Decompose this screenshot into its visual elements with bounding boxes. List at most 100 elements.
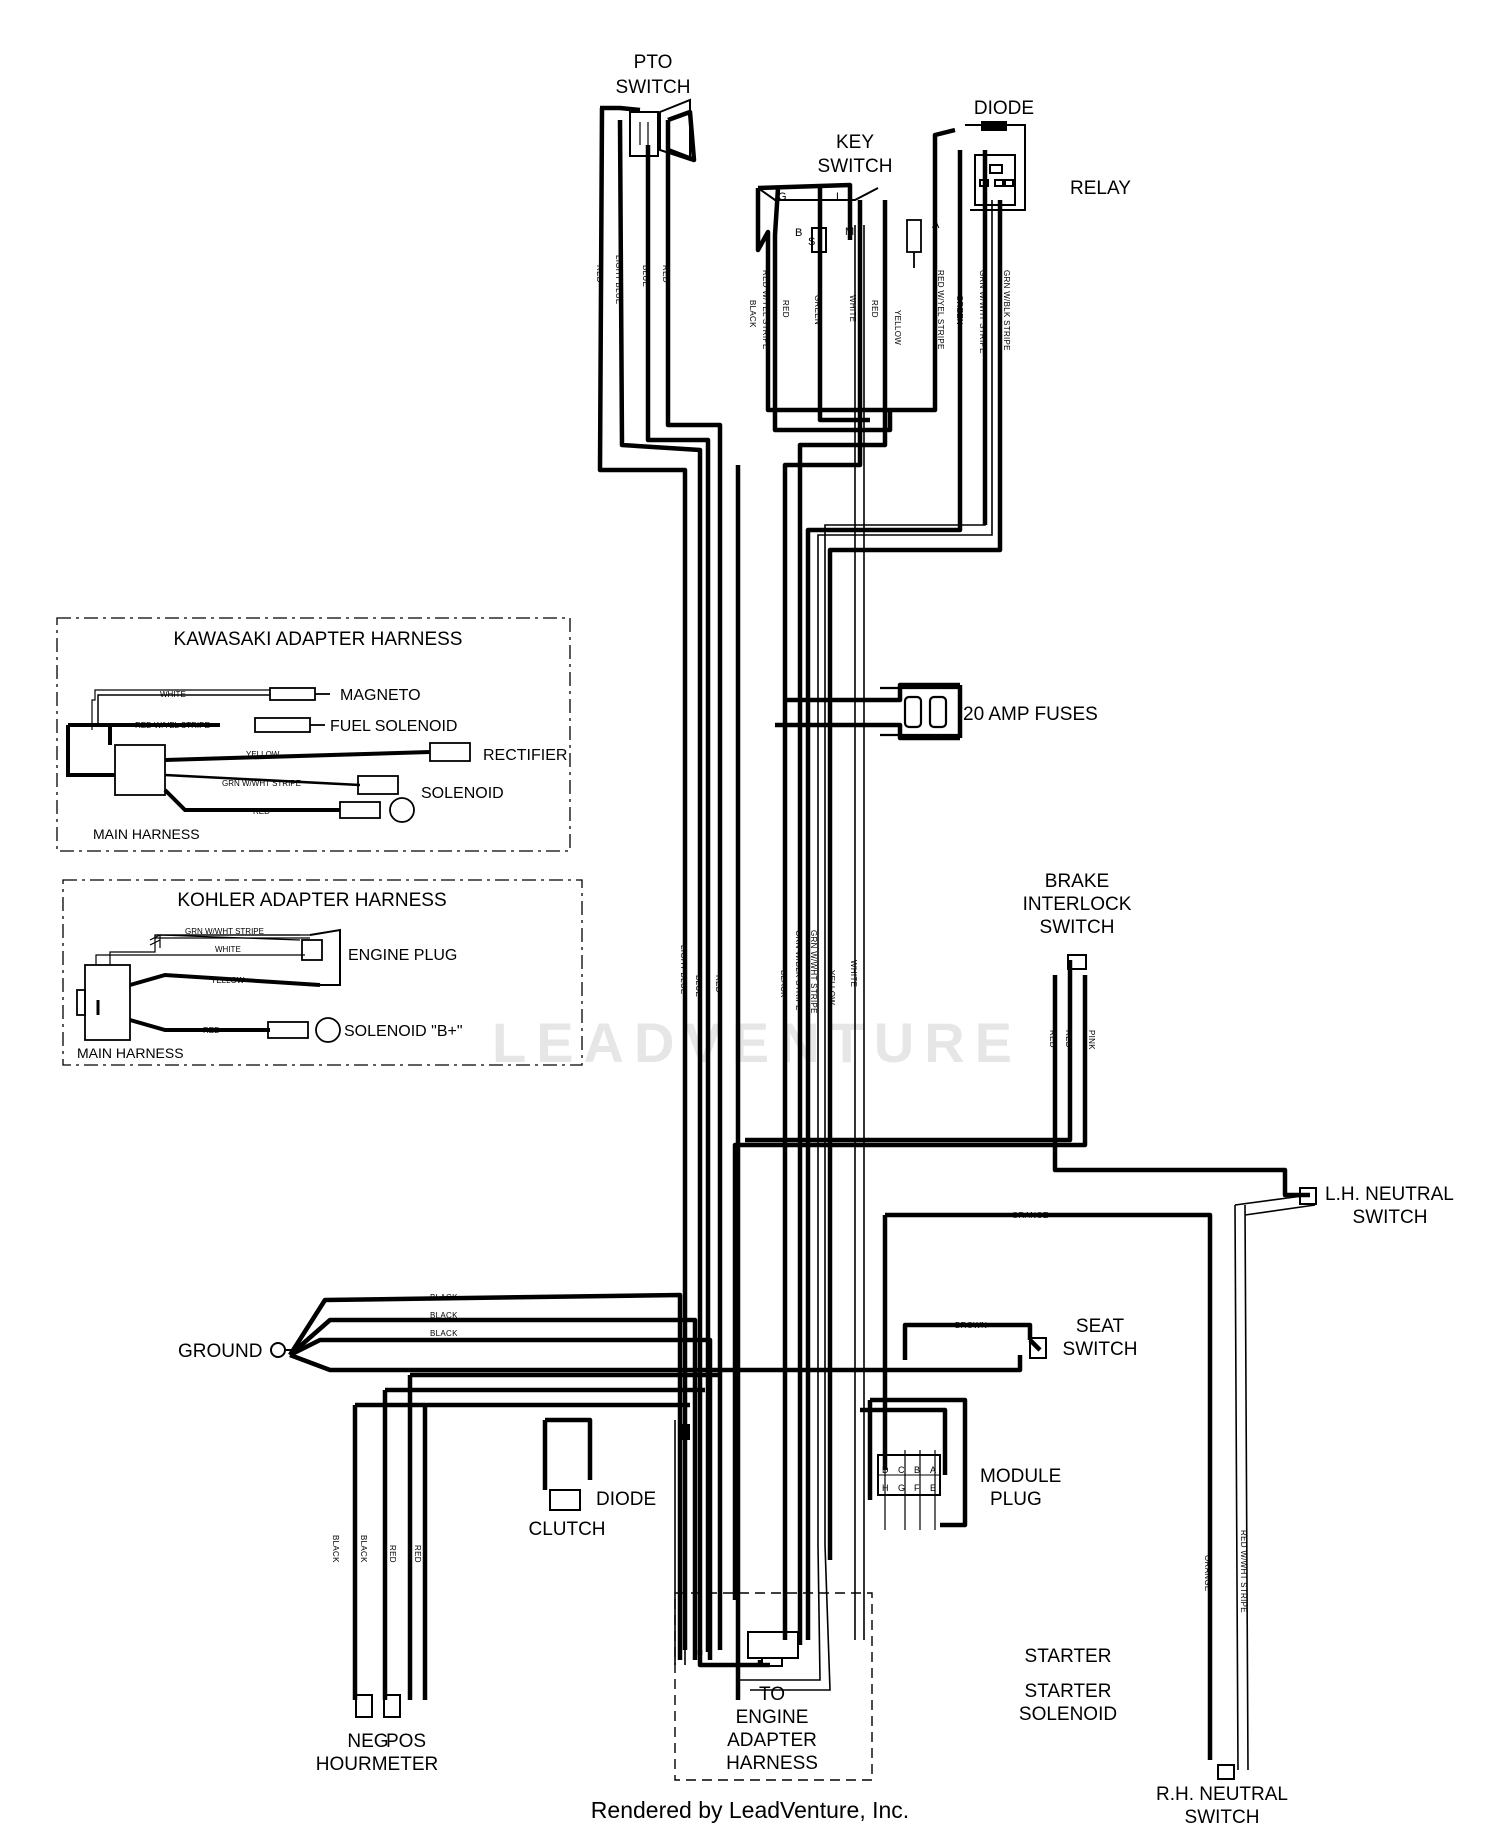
hourmeter-label: HOURMETER [316, 1754, 438, 1775]
wire-label-orange: ORANGE [1012, 1211, 1048, 1220]
engine-plug [747, 1631, 799, 1667]
wire-label-pto-light-blue: LIGHT BLUE [614, 255, 623, 305]
wire-label-hm-red-2: RED [413, 1545, 422, 1563]
starter-solenoid-label-2: SOLENOID [1019, 1704, 1117, 1725]
wire-label-trunk-blue: BLUE [694, 975, 703, 997]
module-wiring [884, 1450, 936, 1530]
brake-label-3: SWITCH [1040, 917, 1115, 938]
wire-label-pto-red-2: RED [661, 265, 670, 283]
wire-label-trunk-grn-wht: GRN W/WHT STRIPE [809, 930, 818, 1014]
key-terminal-m: M [845, 226, 854, 238]
wire-label-brown: BROWN [955, 1321, 987, 1330]
kohler-solenoid-b: SOLENOID "B+" [344, 1023, 463, 1040]
wire-label-trunk-yellow: YELLOW [827, 970, 836, 1005]
hourmeter-neg-label: NEG [347, 1731, 388, 1752]
wire-label-key-green: GREEN [813, 295, 822, 325]
wire-label-key-red-2: RED [870, 300, 879, 318]
kawasaki-magneto: MAGNETO [340, 687, 421, 704]
kohler-wire-red: RED [203, 1026, 220, 1035]
wire-label-key-white: WHITE [848, 295, 857, 322]
key-switch-label-2: SWITCH [818, 156, 893, 177]
kawasaki-wire-red: RED [253, 807, 270, 816]
wire-label-rh-red-wht: RED W/WHT STRIPE [1239, 1530, 1248, 1613]
brake-interlock-switch [1067, 954, 1087, 970]
relay [965, 124, 1026, 211]
module-pin-h: H [882, 1483, 889, 1493]
wire-label-trunk-white: WHITE [849, 960, 858, 987]
wire-label-pto-red: RED [595, 265, 604, 283]
kohler-main-harness: MAIN HARNESS [77, 1045, 184, 1061]
engine-harness-label-4: HARNESS [726, 1753, 818, 1774]
hourmeter [355, 1694, 401, 1718]
rh-neutral-label-1: R.H. NEUTRAL [1156, 1784, 1288, 1805]
key-terminal-s: S [808, 236, 815, 248]
module-pin-a: A [930, 1465, 936, 1475]
relay-label: RELAY [1070, 178, 1131, 199]
wire-label-trunk-red: RED [714, 975, 723, 993]
kawasaki-wire-grn-wht: GRN W/WHT STRIPE [222, 779, 301, 788]
kohler-inset: KOHLER ADAPTER HARNESS GRN W/WHT STRIPE … [62, 879, 583, 1066]
wire-label-ground-black-1: BLACK [430, 1293, 458, 1302]
pto-switch-label-1: PTO [634, 52, 673, 73]
wire-label-relay-grn-wht: GRN W/WHT STRIPE [978, 270, 987, 354]
lh-neutral-label-2: SWITCH [1353, 1207, 1428, 1228]
kawasaki-fuel-solenoid: FUEL SOLENOID [330, 718, 457, 735]
wire-label-relay-grn-blk: GRN W/BLK STRIPE [1002, 270, 1011, 351]
kawasaki-inset: KAWASAKI ADAPTER HARNESS WHITE RED W/YEL… [56, 617, 571, 852]
kohler-engine-plug: ENGINE PLUG [348, 947, 457, 964]
wire-label-brake-pink: PINK [1087, 1030, 1096, 1050]
lh-neutral-label-1: L.H. NEUTRAL [1325, 1184, 1454, 1205]
wire-color-labels: RED LIGHT BLUE BLUE RED BLACK RED W/YEL … [331, 255, 1248, 1613]
module-pin-c: C [898, 1465, 905, 1475]
kawasaki-main-harness: MAIN HARNESS [93, 826, 200, 842]
rh-neutral-label-2: SWITCH [1185, 1807, 1260, 1828]
hourmeter-pos-label: POS [386, 1731, 426, 1752]
module-pin-g: G [898, 1483, 905, 1493]
pto-switch-label-2: SWITCH [616, 77, 691, 98]
key-terminal-l: L [836, 191, 842, 203]
seat-switch-label-1: SEAT [1076, 1316, 1125, 1337]
engine-adapter-box [674, 1592, 873, 1781]
rh-neutral-switch [1217, 1764, 1235, 1780]
diode-top-label: DIODE [974, 98, 1034, 119]
key-terminal-g: G [778, 191, 787, 203]
kohler-wire-grn-wht: GRN W/WHT STRIPE [185, 927, 264, 936]
module-plug [877, 1454, 941, 1496]
wire-label-key-red-yel: RED W/YEL STRIPE [761, 270, 770, 350]
watermark: LEADVENTURE [492, 1011, 1022, 1074]
kawasaki-rectifier: RECTIFIER [483, 747, 567, 764]
module-pin-f: F [914, 1483, 920, 1493]
module-plug-label-1: MODULE [980, 1466, 1061, 1487]
pto-switch [629, 98, 691, 162]
wire-label-hm-red: RED [388, 1545, 397, 1563]
wire-label-brake-red: RED [1048, 1030, 1057, 1048]
key-switch [757, 187, 879, 253]
kohler-wire-white: WHITE [215, 945, 241, 954]
fuse-block [880, 686, 962, 737]
diode-top [981, 121, 1007, 131]
wire-label-brake-red-2: RED [1064, 1030, 1073, 1048]
wire-label-hm-black-2: BLACK [359, 1535, 368, 1563]
wire-label-pto-blue: BLUE [641, 265, 650, 287]
kohler-title: KOHLER ADAPTER HARNESS [177, 890, 446, 911]
main-wiring [288, 105, 1310, 1760]
engine-harness-label-2: ENGINE [736, 1707, 809, 1728]
module-plug-label-2: PLUG [990, 1489, 1042, 1510]
key-switch-label-1: KEY [836, 132, 874, 153]
wire-label-key-red: RED [781, 300, 790, 318]
seat-switch-label-2: SWITCH [1063, 1339, 1138, 1360]
clutch [549, 1489, 581, 1511]
key-switch-a-connector [906, 219, 922, 268]
ground-label: GROUND [178, 1341, 262, 1362]
wire-label-trunk-light-blue: LIGHT BLUE [679, 945, 688, 995]
kawasaki-solenoid: SOLENOID [421, 785, 504, 802]
brake-label-2: INTERLOCK [1023, 894, 1132, 915]
wire-label-trunk-black: BLACK [779, 970, 788, 998]
module-pin-b: B [914, 1465, 920, 1475]
wire-label-trunk-grn-blk: GRN W/BLK STRIPE [794, 930, 803, 1011]
footer-credit: Rendered by LeadVenture, Inc. [591, 1797, 909, 1823]
module-pin-e: E [930, 1483, 936, 1493]
brake-label-1: BRAKE [1045, 871, 1109, 892]
clutch-label: CLUTCH [528, 1519, 605, 1540]
